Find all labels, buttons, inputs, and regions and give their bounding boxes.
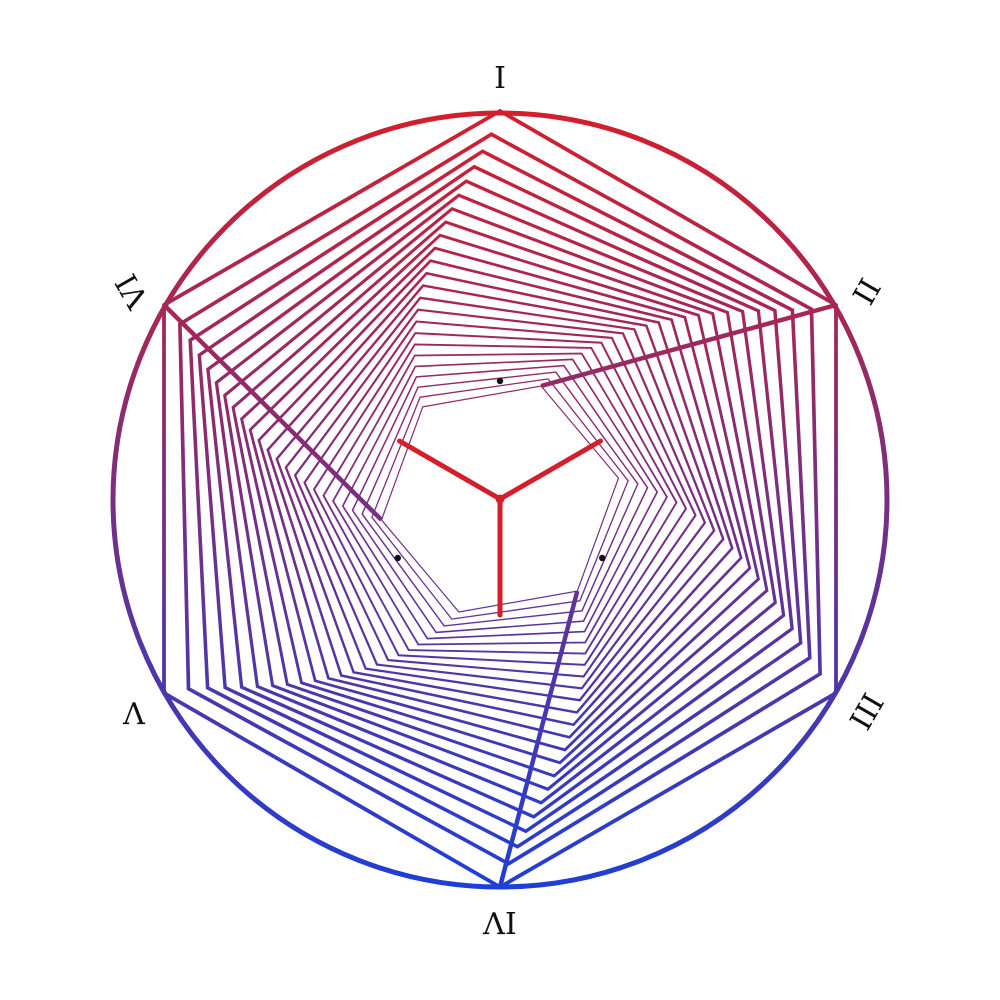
hexagon-ring [275, 284, 725, 714]
radial-line [162, 303, 384, 522]
vertex-label-2: II [844, 272, 886, 310]
vertex-label-4: IV [482, 904, 517, 939]
vertex-label-5: V [122, 694, 146, 729]
hexagon-ring [293, 308, 707, 690]
radial-line [540, 302, 837, 389]
hexagon-ring [214, 193, 786, 805]
center-hub [495, 494, 505, 504]
hexagon-ring [206, 179, 794, 819]
vertex-radial-lines [162, 302, 837, 888]
hexagon-ring [303, 320, 697, 678]
hexagon-ring [231, 220, 769, 778]
center-spoke [497, 438, 603, 502]
hexagon-ring [284, 296, 716, 702]
hexagon-ring [223, 207, 777, 791]
radial-line [497, 590, 580, 888]
center-dot [496, 377, 504, 385]
center-dot [599, 554, 606, 562]
vertex-label-1: I [494, 61, 506, 96]
center-cube-symbol [394, 377, 606, 618]
hexagon-ring [188, 149, 812, 849]
hexagon-ring [332, 352, 668, 646]
hexagon-ring [322, 343, 678, 655]
hexagon-ring [178, 132, 822, 866]
vertex-label-3: III [841, 687, 889, 735]
hexagon-ring [257, 259, 743, 739]
hexagon-ring [312, 332, 688, 666]
hexagon-ring [371, 378, 629, 620]
center-spoke [397, 438, 503, 502]
center-dot [394, 554, 401, 562]
hexagon-ring [351, 364, 649, 634]
vertex-label-6: VI [109, 267, 157, 314]
hexagon-ring [197, 164, 803, 834]
hexagon-ring [341, 358, 659, 640]
hexagon-ring [361, 371, 639, 627]
hexagon-ring [248, 246, 752, 752]
hexagon-ring [266, 271, 734, 727]
hexagon-ring [240, 233, 760, 765]
